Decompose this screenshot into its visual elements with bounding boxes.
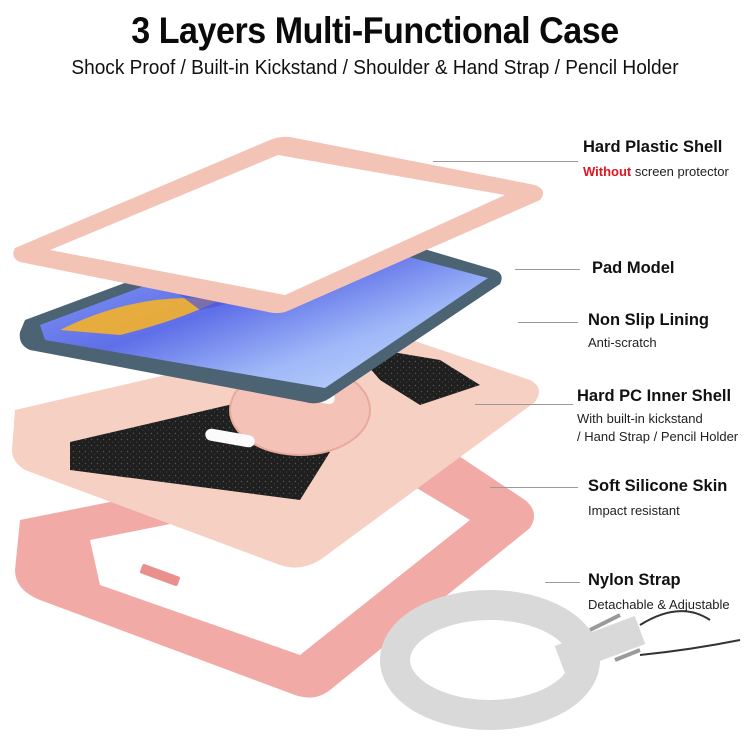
leader-line-soft-silicone-skin [490, 487, 578, 488]
callout-hard-plastic-shell: Hard Plastic Shell Without screen protec… [583, 138, 729, 181]
callout-hard-pc-inner-shell: Hard PC Inner Shell With built-in kickst… [577, 387, 738, 446]
callout-soft-silicone-skin: Soft Silicone Skin Impact resistant [588, 477, 727, 520]
leader-line-non-slip-lining [518, 322, 578, 323]
callout-title: Hard PC Inner Shell [577, 387, 732, 405]
callout-pad-model: Pad Model [592, 259, 675, 278]
leader-line-pad-model [515, 269, 580, 270]
leader-line-hard-plastic-shell [433, 161, 578, 162]
callout-non-slip-lining: Non Slip Lining Anti-scratch [588, 311, 709, 352]
callout-title: Nylon Strap [588, 571, 681, 589]
hard-plastic-shell-part [13, 136, 544, 314]
page-title: 3 Layers Multi-Functional Case [131, 10, 619, 51]
nylon-strap-part [380, 590, 741, 730]
callout-nylon-strap: Nylon Strap Detachable & Adjustable [588, 571, 730, 614]
leader-line-hard-pc-inner-shell [475, 404, 573, 405]
callout-title: Soft Silicone Skin [588, 477, 728, 495]
callout-detail: Without screen protector [583, 164, 729, 179]
callout-detail-line1: With built-in kickstand [577, 411, 703, 426]
page-subtitle: Shock Proof / Built-in Kickstand / Shoul… [71, 56, 679, 79]
callout-detail: Detachable & Adjustable [588, 597, 730, 612]
callout-detail: Impact resistant [588, 503, 680, 518]
callout-detail-line2: / Hand Strap / Pencil Holder [577, 429, 739, 444]
callout-detail: Anti-scratch [588, 335, 657, 350]
callout-title: Pad Model [592, 259, 675, 277]
highlight-text: Without [583, 164, 632, 179]
leader-line-nylon-strap [545, 582, 580, 583]
callout-title: Hard Plastic Shell [583, 138, 723, 156]
callout-title: Non Slip Lining [588, 311, 709, 329]
